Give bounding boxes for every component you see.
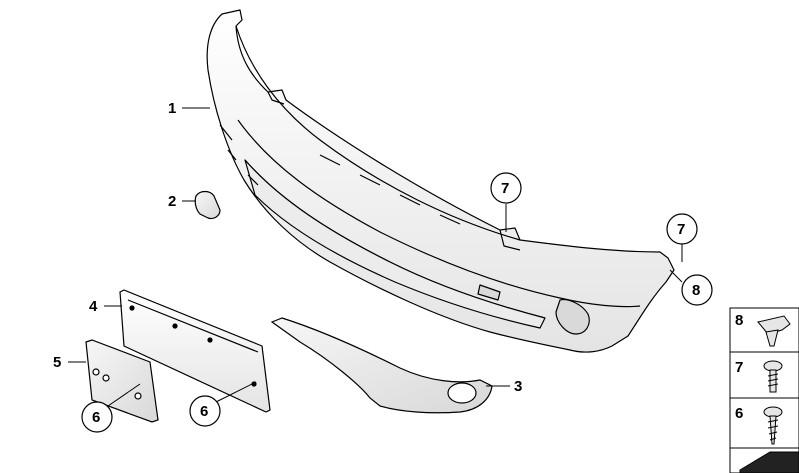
callout-6a-circle [81,401,113,433]
grille-trim-strip [270,317,493,414]
screw-icon [763,360,783,393]
bumper-panel [206,9,675,353]
tow-hook-cover [194,190,221,220]
clip-icon [757,315,791,347]
callout-circles [81,172,713,433]
callout-7b: 7 [677,221,685,238]
leader-lines [68,107,683,407]
callout-8: 8 [692,282,700,299]
fastener-legend: 8 7 6 [729,307,799,473]
screw-icon [763,406,783,445]
callout-3: 3 [514,378,522,395]
callout-8-circle [681,274,713,306]
callout-1: 1 [168,100,176,117]
legend-label-8: 8 [735,312,743,329]
callout-6b: 6 [200,403,208,420]
callout-7a: 7 [501,180,509,197]
callout-4: 4 [89,298,98,315]
callout-7a-circle [490,172,522,204]
callout-5: 5 [53,354,61,371]
legend-label-7: 7 [735,359,743,376]
legend-label-6: 6 [735,405,743,422]
callout-6b-circle [189,395,221,427]
callout-7b-circle [666,213,698,245]
callout-2: 2 [168,193,176,210]
callout-6a: 6 [92,409,100,426]
license-plate-base [85,339,159,423]
